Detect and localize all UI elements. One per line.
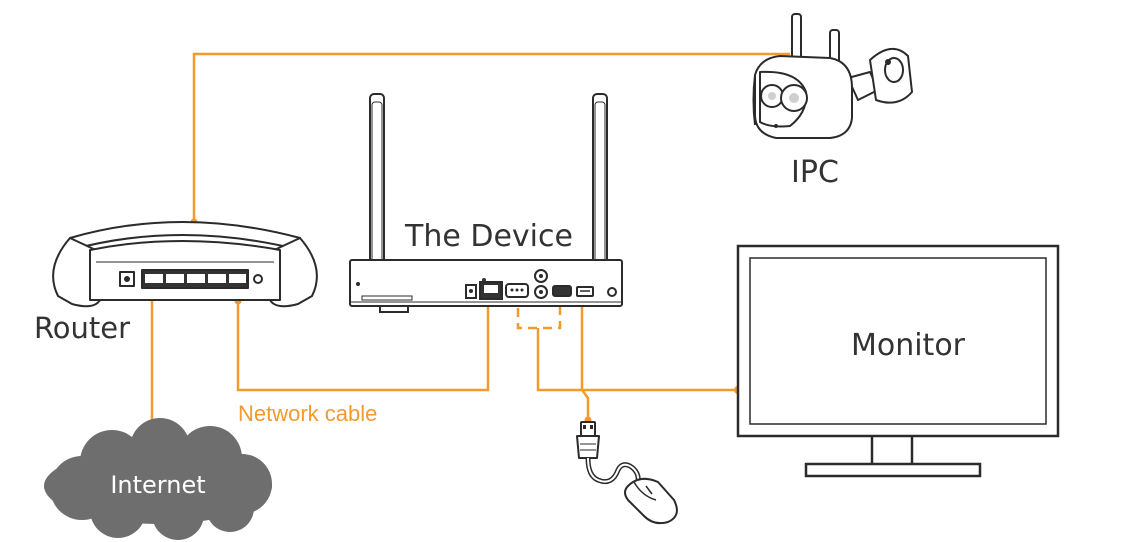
device-label: The Device: [404, 219, 573, 254]
network-cable-label: Network cable: [238, 401, 377, 426]
cable-device-monitor: [536, 328, 738, 392]
internet-label: Internet: [110, 471, 205, 499]
monitor-label: Monitor: [851, 328, 966, 363]
monitor-icon: [736, 244, 1060, 478]
cables: [150, 52, 790, 432]
mouse-icon: [576, 421, 678, 525]
router-icon: [52, 221, 318, 308]
nvr-icon: [349, 93, 623, 313]
cable-device-mouse: [580, 298, 590, 420]
cable-router-ipc: [192, 52, 790, 222]
cloud-icon: [44, 418, 272, 540]
cable-video-bracket: [516, 306, 562, 330]
router-label: Router: [34, 311, 130, 345]
cable-router-device: [236, 298, 490, 392]
ipc-label: IPC: [791, 155, 839, 190]
ip-camera-icon: [752, 13, 913, 139]
